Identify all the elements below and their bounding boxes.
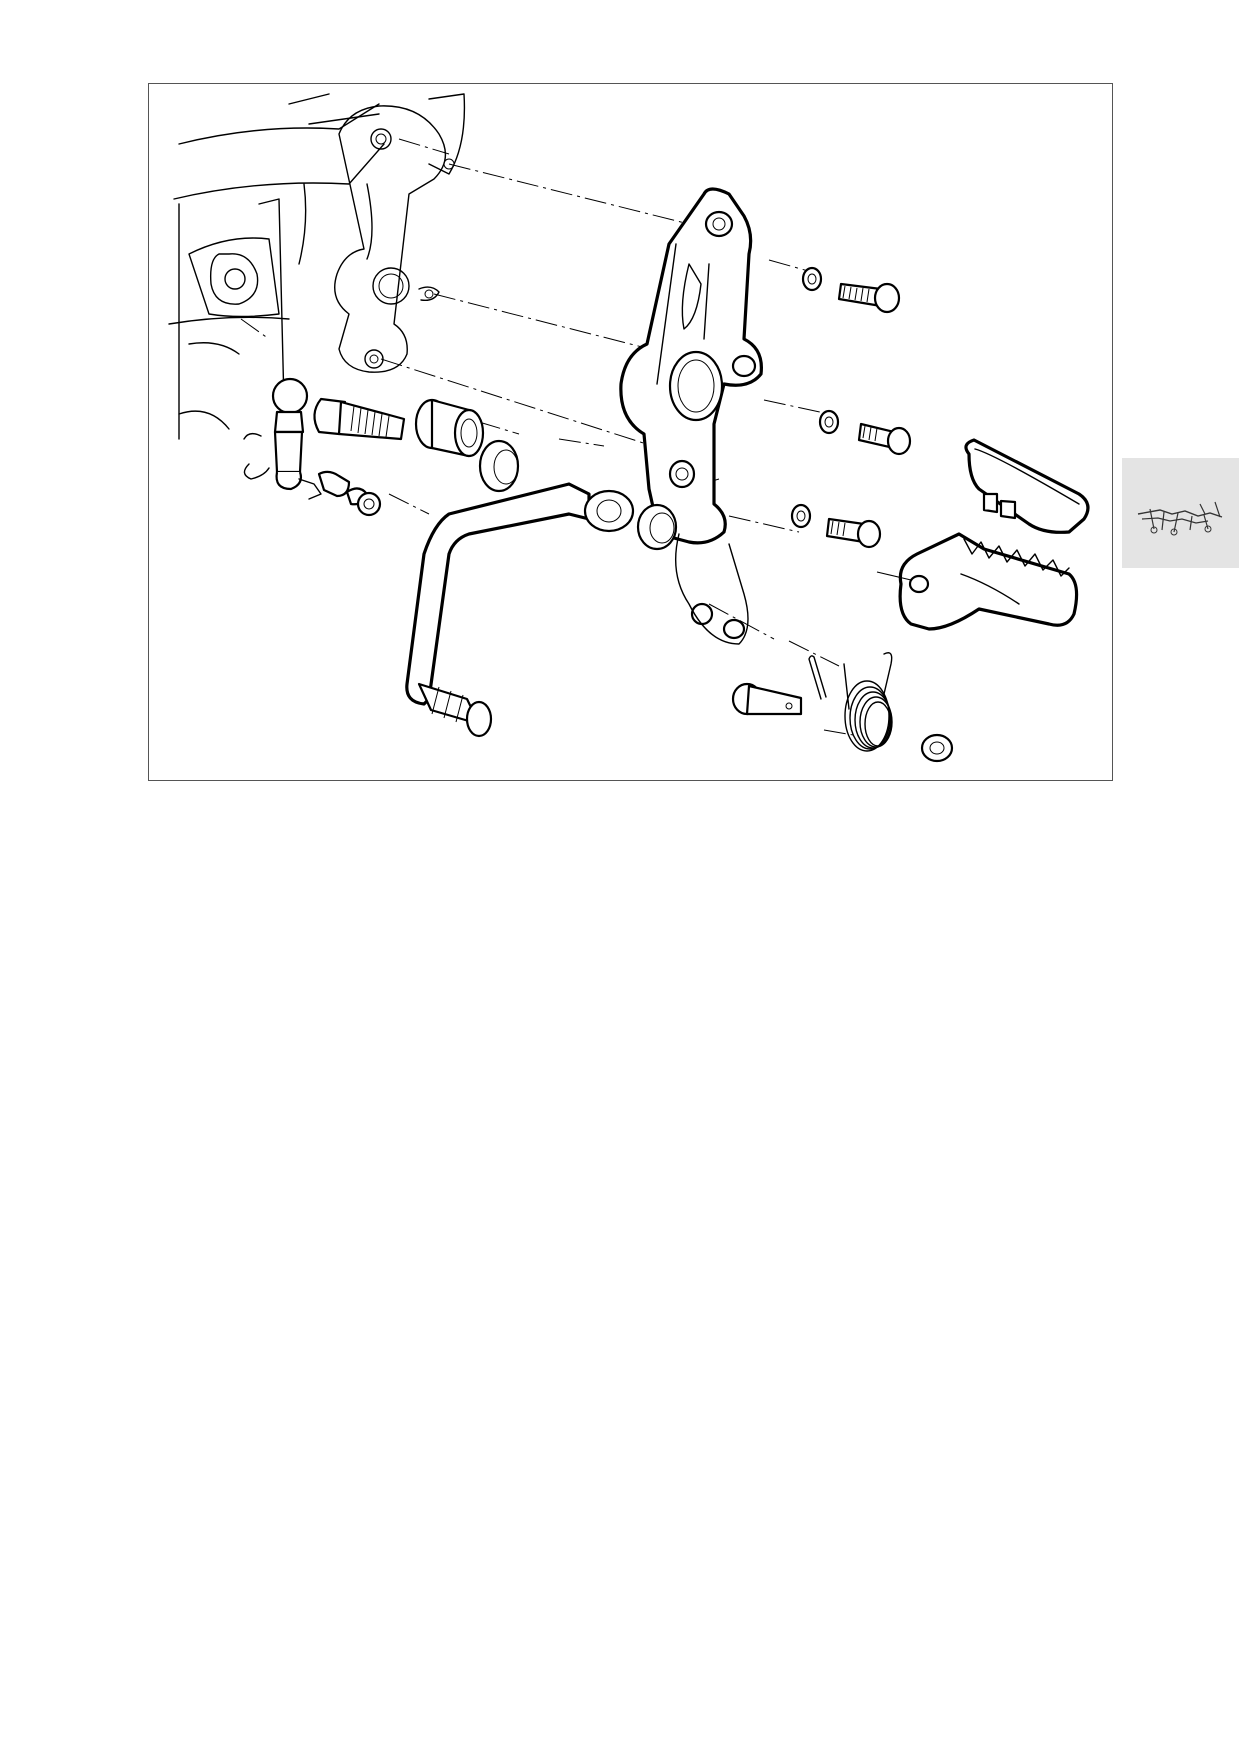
gear-shift-lever xyxy=(405,482,635,738)
circlip xyxy=(243,432,270,480)
mounting-bolt-3 xyxy=(790,503,882,549)
pin xyxy=(731,682,803,716)
spring-washer xyxy=(920,733,954,763)
split-pin xyxy=(808,655,827,700)
footrest-bracket xyxy=(619,187,763,645)
return-spring xyxy=(843,652,893,752)
footrest-assembly-thumbnail-icon xyxy=(1137,501,1223,536)
bushing-1 xyxy=(478,439,520,493)
footpeg xyxy=(876,532,1079,631)
pivot-bolt xyxy=(313,397,406,441)
mounting-bolt-2 xyxy=(818,409,912,456)
frame-bracket xyxy=(334,93,466,373)
rubber-footrest-insert xyxy=(964,438,1090,534)
engine-casing xyxy=(168,93,385,440)
ball-joint-rod xyxy=(271,377,322,500)
assembly-lines xyxy=(240,138,860,737)
pivot-sleeve xyxy=(414,398,485,458)
ball-joint-fittings xyxy=(317,470,382,517)
exploded-parts-diagram xyxy=(148,83,1113,781)
exploded-view-illustration xyxy=(168,93,1090,763)
section-tab xyxy=(1122,458,1239,568)
mounting-bolt-1 xyxy=(801,266,901,314)
bushing-2 xyxy=(636,503,678,551)
